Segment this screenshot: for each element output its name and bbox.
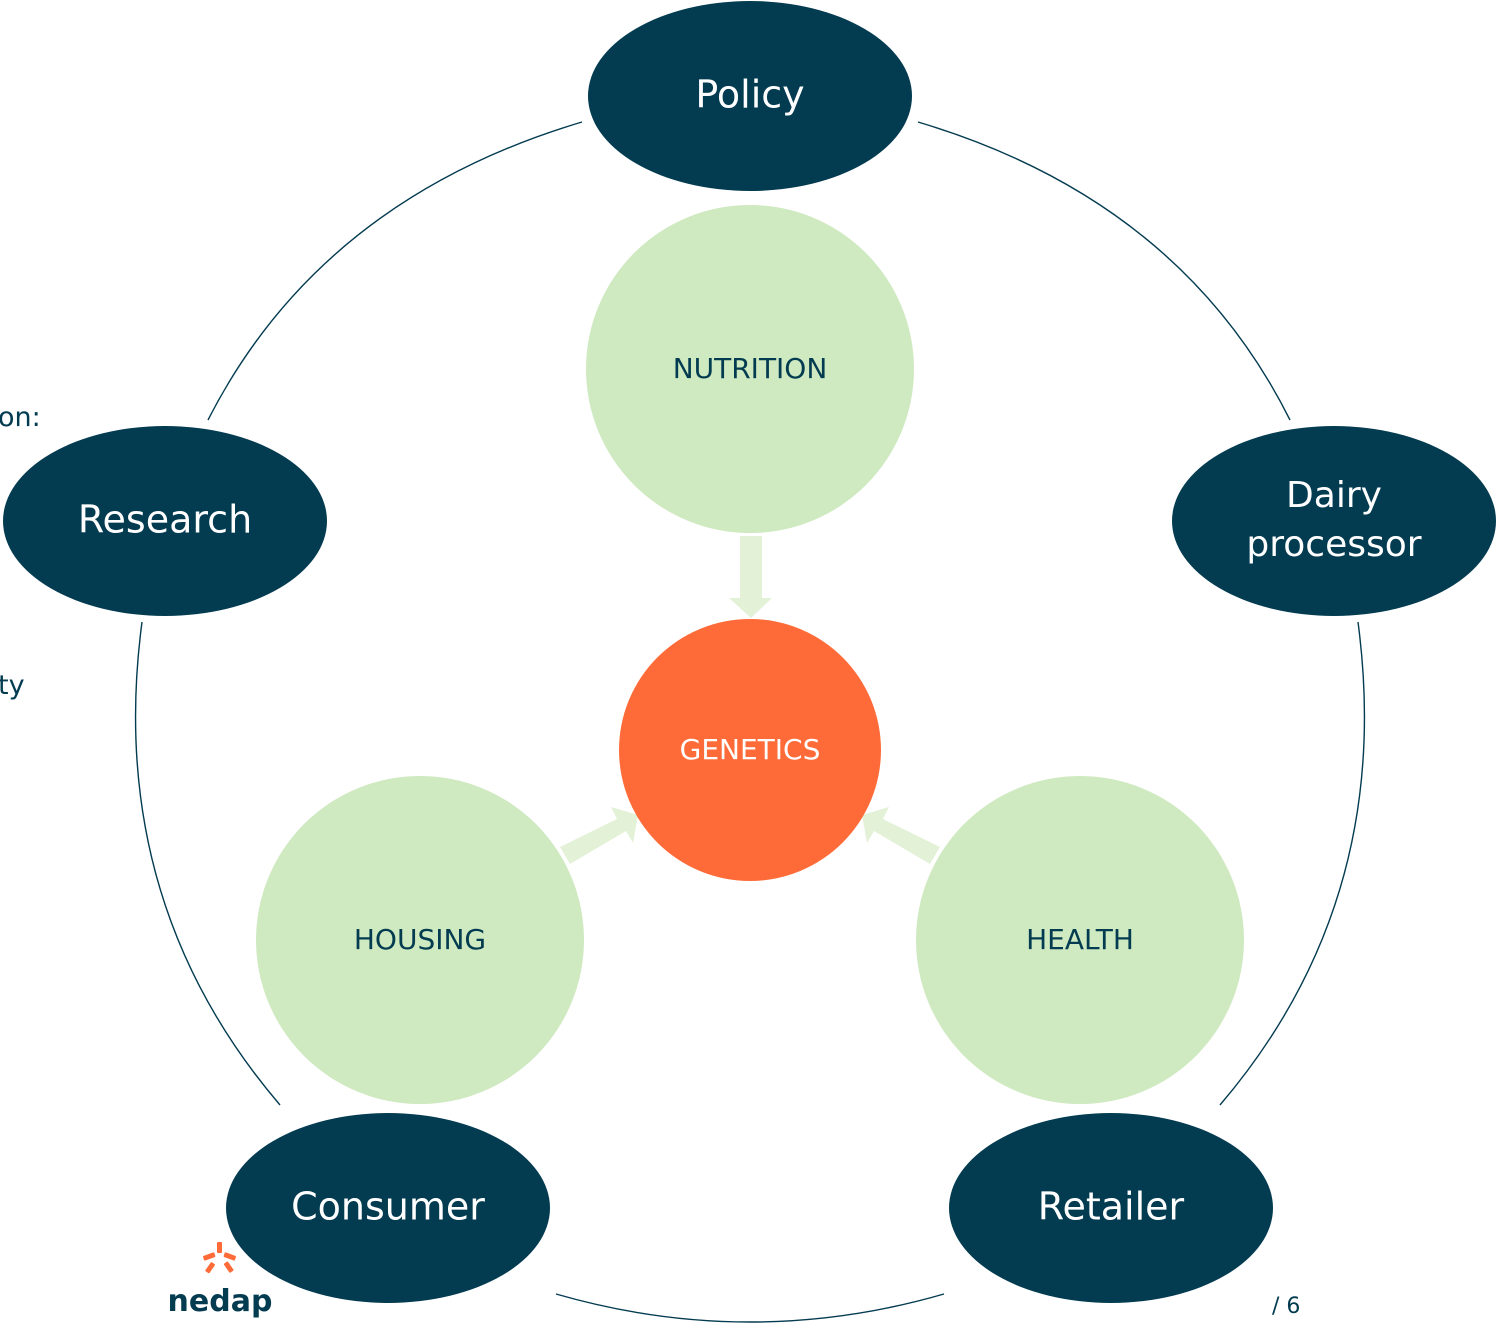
dairy-processor-label-line2: processor bbox=[1246, 524, 1421, 565]
page-number: / 6 bbox=[1272, 1294, 1301, 1319]
retailer-label: Retailer bbox=[1038, 1185, 1185, 1229]
ring-arc-dairy-retailer bbox=[1219, 621, 1366, 1106]
outer-ring bbox=[134, 121, 1366, 1323]
ring-arc-policy-dairy bbox=[917, 121, 1291, 421]
consumer-node: Consumer bbox=[226, 1113, 550, 1303]
nutrition-node: NUTRITION bbox=[586, 205, 914, 533]
genetics-node: GENETICS bbox=[619, 619, 881, 881]
logo-wordmark: nedap bbox=[168, 1284, 273, 1319]
arrow-housing-to-genetics bbox=[560, 807, 638, 864]
nedap-logo: nedap bbox=[168, 1242, 273, 1319]
arrow-health-to-genetics bbox=[862, 807, 940, 864]
ring-arc-research-policy bbox=[207, 121, 583, 421]
arrows bbox=[560, 536, 940, 864]
consumer-label: Consumer bbox=[291, 1185, 485, 1229]
housing-label: HOUSING bbox=[354, 923, 486, 956]
genetics-label: GENETICS bbox=[680, 733, 821, 766]
cropped-text-fragment: on: bbox=[0, 402, 41, 433]
health-node: HEALTH bbox=[916, 776, 1244, 1104]
housing-node: HOUSING bbox=[256, 776, 584, 1104]
stakeholder-nodes: Policy Dairy processor Retailer Consumer… bbox=[3, 1, 1496, 1303]
arrow-nutrition-to-genetics bbox=[729, 536, 772, 618]
ring-arc-retailer-consumer bbox=[555, 1293, 945, 1323]
star-icon bbox=[202, 1242, 237, 1274]
retailer-node: Retailer bbox=[949, 1113, 1273, 1303]
cropped-text-fragment: ty bbox=[0, 670, 25, 701]
research-node: Research bbox=[3, 426, 327, 616]
factor-nodes: NUTRITION HOUSING HEALTH bbox=[256, 205, 1244, 1104]
research-label: Research bbox=[78, 498, 252, 542]
health-label: HEALTH bbox=[1026, 923, 1134, 956]
policy-label: Policy bbox=[695, 73, 804, 117]
ring-arc-consumer-research bbox=[134, 621, 281, 1106]
policy-node: Policy bbox=[588, 1, 912, 191]
dairy-processor-node: Dairy processor bbox=[1172, 426, 1496, 616]
nutrition-label: NUTRITION bbox=[673, 352, 828, 385]
dairy-processor-label-line1: Dairy bbox=[1286, 475, 1382, 516]
